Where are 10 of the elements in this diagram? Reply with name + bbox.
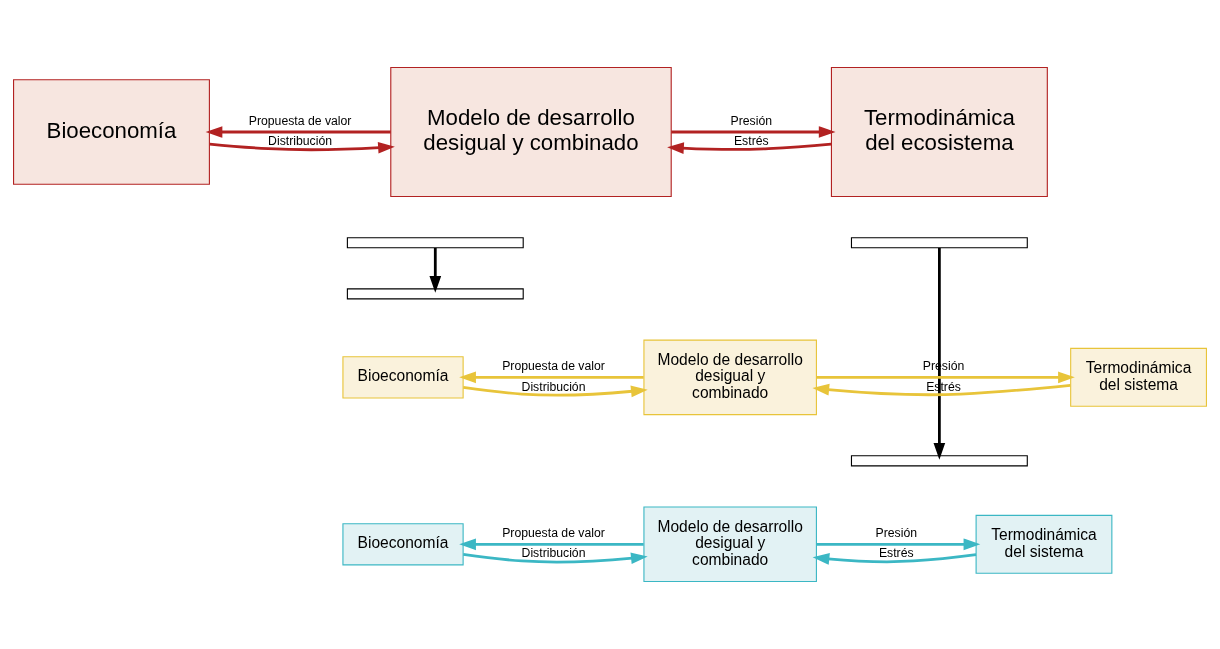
- edge-label: Propuesta de valor: [502, 526, 605, 541]
- edge-label: Propuesta de valor: [248, 114, 352, 129]
- edge-label: Estrés: [878, 546, 914, 561]
- edge-label: Presión: [875, 526, 917, 541]
- edge-label: Distribución: [268, 134, 333, 149]
- edge-label: Estrés: [733, 134, 769, 149]
- edge-label: Propuesta de valor: [502, 359, 605, 374]
- edge-label: Presión: [730, 114, 773, 129]
- edge-label: Distribución: [521, 546, 586, 561]
- edge-label: Distribución: [521, 379, 586, 394]
